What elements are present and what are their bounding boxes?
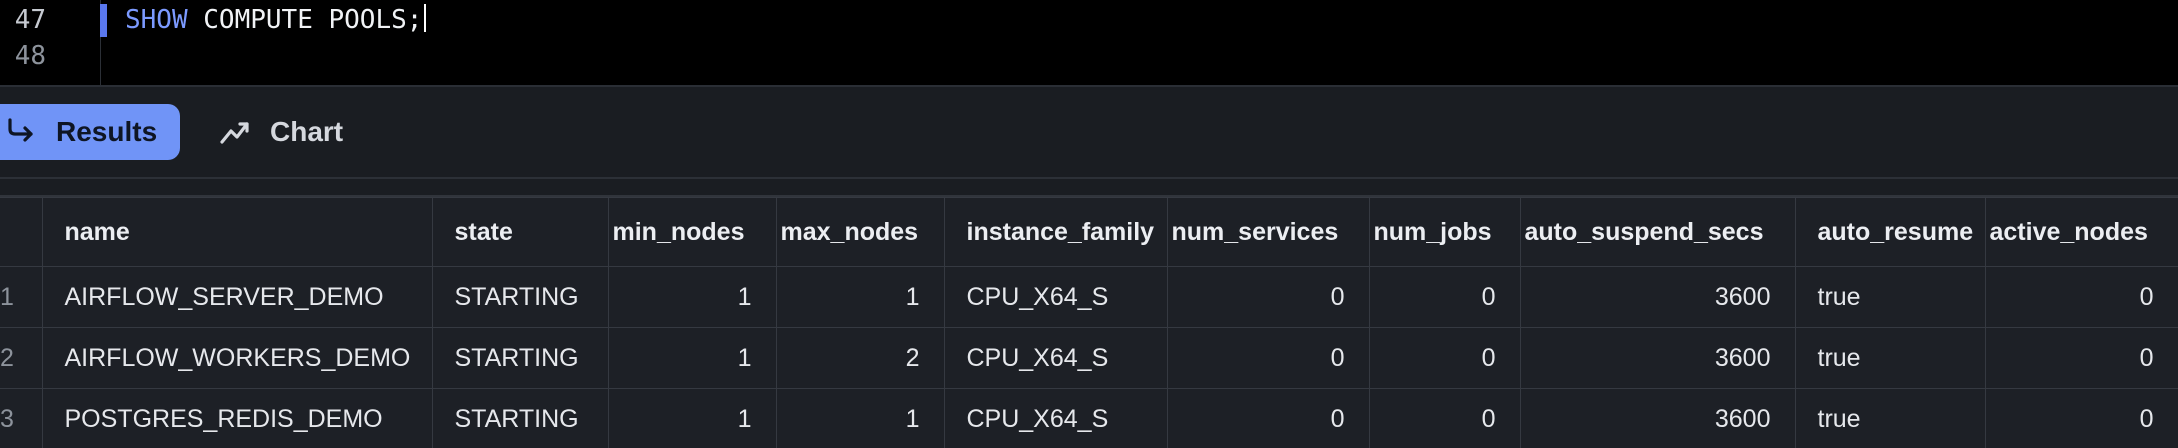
column-header-min-nodes[interactable]: min_nodes xyxy=(607,197,777,267)
line-number: 47 xyxy=(14,5,46,35)
sql-editor[interactable]: 47 SHOW COMPUTE POOLS; 48 xyxy=(0,0,2178,87)
text-caret xyxy=(424,4,427,32)
cell-num-jobs[interactable]: 0 xyxy=(1368,266,1521,328)
column-header-name[interactable]: name xyxy=(41,197,433,267)
column-header-state[interactable]: state xyxy=(431,197,609,267)
cell-instance-family[interactable]: CPU_X64_S xyxy=(943,388,1168,448)
sql-text: COMPUTE POOLS; xyxy=(187,5,423,35)
cell-active-nodes[interactable]: 0 xyxy=(1984,327,2178,389)
tab-chart-label: Chart xyxy=(270,116,344,147)
active-line-marker xyxy=(100,4,107,37)
cell-name[interactable]: POSTGRES_REDIS_DEMO xyxy=(41,388,433,448)
cell-active-nodes[interactable]: 0 xyxy=(1984,266,2178,328)
cell-max-nodes[interactable]: 2 xyxy=(775,327,945,389)
cell-max-nodes[interactable]: 1 xyxy=(775,388,945,448)
column-header-num-jobs[interactable]: num_jobs xyxy=(1368,197,1521,267)
return-arrow-icon xyxy=(4,115,38,149)
tab-results-label: Results xyxy=(56,116,158,147)
row-index: 1 xyxy=(0,266,43,328)
cell-active-nodes[interactable]: 0 xyxy=(1984,388,2178,448)
cell-num-jobs[interactable]: 0 xyxy=(1368,388,1521,448)
cell-state[interactable]: STARTING xyxy=(431,327,609,389)
column-header-auto-resume[interactable]: auto_resume xyxy=(1794,197,1986,267)
cell-min-nodes[interactable]: 1 xyxy=(607,388,777,448)
cell-state[interactable]: STARTING xyxy=(431,266,609,328)
row-index: 2 xyxy=(0,327,43,389)
sql-keyword: SHOW xyxy=(125,5,188,35)
column-header-auto-suspend-secs[interactable]: auto_suspend_secs xyxy=(1519,197,1796,267)
code-line-47[interactable]: 47 SHOW COMPUTE POOLS; xyxy=(0,2,2178,38)
cell-num-services[interactable]: 0 xyxy=(1166,388,1370,448)
results-table: name state min_nodes max_nodes instance_… xyxy=(0,197,2178,448)
result-tabs: Results Chart xyxy=(0,87,2178,179)
cell-instance-family[interactable]: CPU_X64_S xyxy=(943,266,1168,328)
table-row[interactable]: 2 AIRFLOW_WORKERS_DEMO STARTING 1 2 CPU_… xyxy=(0,327,2178,389)
cell-num-services[interactable]: 0 xyxy=(1166,327,1370,389)
cell-min-nodes[interactable]: 1 xyxy=(607,327,777,389)
results-grid[interactable]: name state min_nodes max_nodes instance_… xyxy=(0,195,2178,448)
tab-chart[interactable]: Chart xyxy=(218,104,368,160)
cell-min-nodes[interactable]: 1 xyxy=(607,266,777,328)
line-number: 48 xyxy=(14,41,46,71)
table-row[interactable]: 3 POSTGRES_REDIS_DEMO STARTING 1 1 CPU_X… xyxy=(0,388,2178,448)
cell-auto-resume[interactable]: true xyxy=(1794,327,1986,389)
cell-num-services[interactable]: 0 xyxy=(1166,266,1370,328)
line-chart-icon xyxy=(218,115,252,149)
table-row[interactable]: 1 AIRFLOW_SERVER_DEMO STARTING 1 1 CPU_X… xyxy=(0,266,2178,328)
row-index-header xyxy=(0,197,43,267)
cell-name[interactable]: AIRFLOW_SERVER_DEMO xyxy=(41,266,433,328)
header-row: name state min_nodes max_nodes instance_… xyxy=(0,197,2178,267)
tab-results[interactable]: Results xyxy=(0,104,180,160)
cell-state[interactable]: STARTING xyxy=(431,388,609,448)
column-header-max-nodes[interactable]: max_nodes xyxy=(775,197,945,267)
cell-auto-resume[interactable]: true xyxy=(1794,266,1986,328)
cell-auto-suspend-secs[interactable]: 3600 xyxy=(1519,388,1796,448)
cell-max-nodes[interactable]: 1 xyxy=(775,266,945,328)
cell-name[interactable]: AIRFLOW_WORKERS_DEMO xyxy=(41,327,433,389)
cell-num-jobs[interactable]: 0 xyxy=(1368,327,1521,389)
row-index: 3 xyxy=(0,388,43,448)
code-text[interactable]: SHOW COMPUTE POOLS; xyxy=(125,2,427,38)
cell-auto-suspend-secs[interactable]: 3600 xyxy=(1519,327,1796,389)
column-header-num-services[interactable]: num_services xyxy=(1166,197,1370,267)
code-line-48[interactable]: 48 xyxy=(0,38,2178,74)
column-header-active-nodes[interactable]: active_nodes xyxy=(1984,197,2178,267)
gutter-divider xyxy=(100,0,101,85)
cell-instance-family[interactable]: CPU_X64_S xyxy=(943,327,1168,389)
cell-auto-suspend-secs[interactable]: 3600 xyxy=(1519,266,1796,328)
column-header-instance-family[interactable]: instance_family xyxy=(943,197,1168,267)
cell-auto-resume[interactable]: true xyxy=(1794,388,1986,448)
